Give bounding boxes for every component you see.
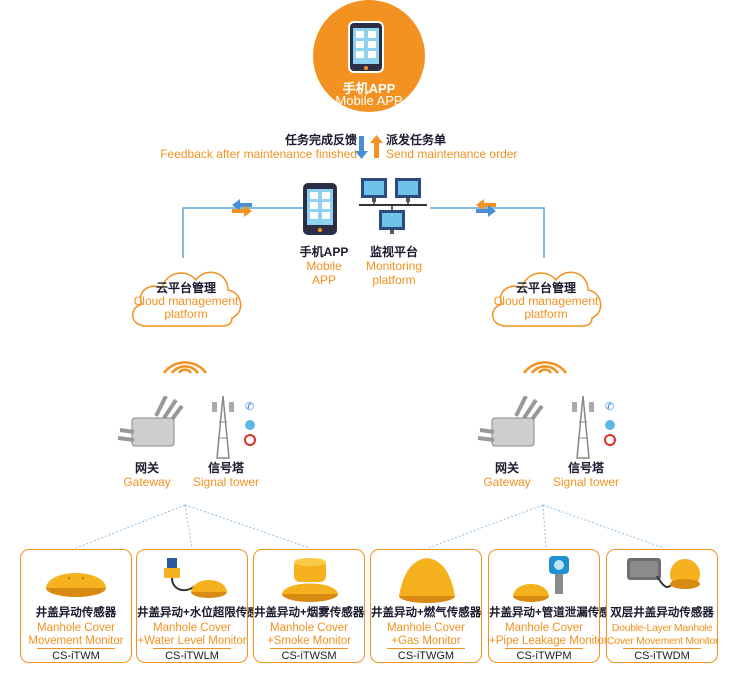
product-en-line2: +Gas Monitor (391, 635, 461, 647)
product-model: CS-iTWM (52, 650, 100, 662)
up-down-arrows-icon (355, 135, 383, 159)
smoke-sensor-icon (282, 558, 338, 602)
product-en-line2: Movement Monitor (28, 635, 124, 647)
product-model: CS-iTWDM (634, 650, 690, 662)
gateway-left-cn: 网关 (134, 461, 159, 475)
monitoring-label-en2: platform (372, 273, 416, 287)
gateway-icon (477, 396, 544, 447)
exchange-arrows-icon (232, 199, 252, 217)
product-name-cn: 井盖异动+燃气传感器 (371, 607, 482, 619)
gateway-left-en: Gateway (123, 475, 171, 489)
pipe-leakage-sensor-icon (513, 556, 569, 602)
product-en-line1: Manhole Cover (387, 622, 465, 634)
exchange-arrows-icon (476, 199, 496, 217)
tower-left-en: Signal tower (192, 475, 260, 489)
mobile-app-label-cn: 手机APP (299, 245, 349, 259)
dispatch-label-cn: 派发任务单 (386, 133, 447, 147)
double-layer-sensor-icon (627, 558, 700, 589)
product-en-line2: +Water Level Monitor (137, 635, 247, 647)
mobile-app-label-en1: Mobile (306, 259, 342, 273)
product-card: 井盖异动+水位超限传感器 Manhole Cover +Water Level … (136, 549, 271, 663)
product-en-line1: Manhole Cover (37, 622, 115, 634)
app-title-en: Mobile APP (335, 93, 403, 108)
gateway-right-en: Gateway (483, 475, 531, 489)
water-level-sensor-icon (164, 558, 227, 598)
product-model: CS-iTWGM (397, 650, 455, 662)
monitor-computers-icon (359, 178, 427, 234)
product-en-line2: +Pipe Leakage Monitor (489, 635, 608, 647)
tower-right-cn: 信号塔 (567, 461, 604, 475)
divider (153, 648, 231, 649)
product-en-line2: Cover Movement Monitor (607, 635, 719, 647)
tower-left-cn: 信号塔 (207, 461, 244, 475)
product-name-cn: 双层井盖异动传感器 (610, 607, 714, 619)
product-name-en: Manhole Cover +Water Level Monitor (137, 622, 247, 648)
product-en-line1: Double-Layer Manhole (611, 622, 713, 634)
cloud-left-en1: Cloud management (133, 294, 239, 308)
signal-tower-icon: ✆ (212, 395, 256, 459)
divider (505, 648, 583, 649)
product-card: 井盖异动+燃气传感器 Manhole Cover +Gas Monitor CS… (370, 549, 482, 663)
product-name-cn: 井盖异动+水位超限传感器 (137, 607, 271, 619)
manhole-sensor-icon (46, 573, 106, 597)
product-model: CS-iTWSM (281, 650, 337, 662)
divider (387, 648, 465, 649)
product-en-line1: Manhole Cover (270, 622, 348, 634)
product-name-en: Manhole Cover +Pipe Leakage Monitor (489, 622, 608, 648)
tower-right-en: Signal tower (552, 475, 620, 489)
product-en-line1: Manhole Cover (505, 622, 583, 634)
mobile-app-label-en2: APP (311, 273, 336, 287)
monitoring-label-cn: 监视平台 (369, 245, 418, 259)
product-card: 井盖异动+烟雾传感器 Manhole Cover +Smoke Monitor … (253, 549, 365, 663)
cloud-icon (132, 271, 242, 327)
product-name-cn: 井盖异动传感器 (35, 607, 117, 619)
product-name-cn: 井盖异动+烟雾传感器 (254, 607, 365, 619)
svg-text:✆: ✆ (605, 400, 614, 413)
gateway-icon (117, 396, 184, 447)
product-en-line1: Manhole Cover (153, 622, 231, 634)
divider (623, 648, 701, 649)
product-card: 井盖异动传感器 Manhole Cover Movement Monitor C… (20, 549, 132, 663)
divider (37, 648, 115, 649)
product-name-en: Double-Layer Manhole Cover Movement Moni… (607, 622, 719, 648)
product-model: CS-iTWPM (516, 650, 572, 662)
signal-tower-icon: ✆ (572, 395, 616, 459)
cloud-right-en1: Cloud management (493, 294, 599, 308)
divider (270, 648, 348, 649)
gateway-right-cn: 网关 (494, 461, 519, 475)
product-name-en: Manhole Cover Movement Monitor (21, 622, 131, 648)
app-title-cn: 手机APP (342, 81, 396, 96)
product-card: 双层井盖异动传感器 Double-Layer Manhole Cover Mov… (606, 549, 719, 663)
feedback-label-cn: 任务完成反馈 (284, 133, 357, 147)
product-card: 井盖异动+管道泄漏传感器 Manhole Cover +Pipe Leakage… (488, 549, 623, 663)
cloud-icon (492, 271, 602, 327)
product-en-line2: +Smoke Monitor (266, 635, 352, 647)
cloud-left-en2: platform (164, 307, 208, 321)
mobile-app-circle (313, 0, 425, 112)
dispatch-label-en: Send maintenance order (386, 147, 518, 161)
monitoring-label-en1: Monitoring (365, 259, 423, 273)
wireless-signal-icon (162, 361, 208, 374)
cloud-left-cn: 云平台管理 (155, 281, 216, 295)
gas-sensor-icon (399, 558, 455, 603)
cloud-right-cn: 云平台管理 (515, 281, 576, 295)
product-name-en: Manhole Cover +Smoke Monitor (254, 622, 364, 648)
cloud-right-en2: platform (524, 307, 568, 321)
product-name-en: Manhole Cover +Gas Monitor (371, 622, 481, 648)
phone-icon (303, 183, 337, 235)
phone-icon (348, 21, 384, 73)
product-model: CS-iTWLM (165, 650, 219, 662)
svg-text:✆: ✆ (245, 400, 254, 413)
feedback-label-en: Feedback after maintenance finished (160, 147, 357, 161)
wireless-signal-icon (522, 361, 568, 374)
product-name-cn: 井盖异动+管道泄漏传感器 (489, 607, 623, 619)
